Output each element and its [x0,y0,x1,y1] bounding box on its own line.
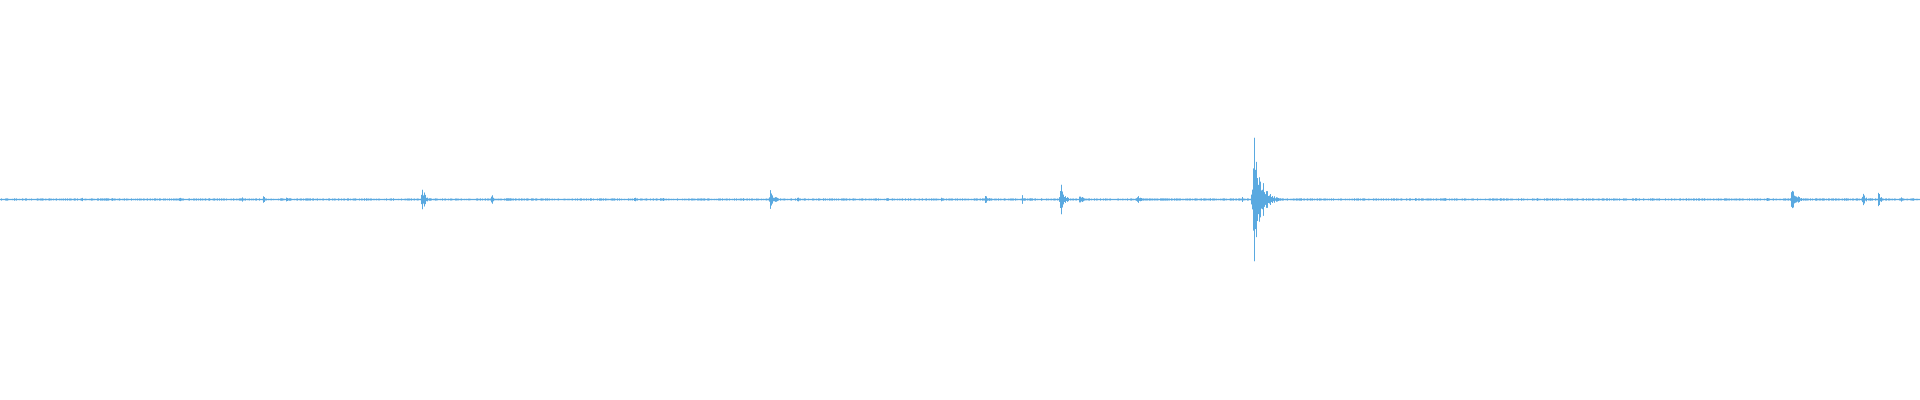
waveform-series [0,137,1920,262]
